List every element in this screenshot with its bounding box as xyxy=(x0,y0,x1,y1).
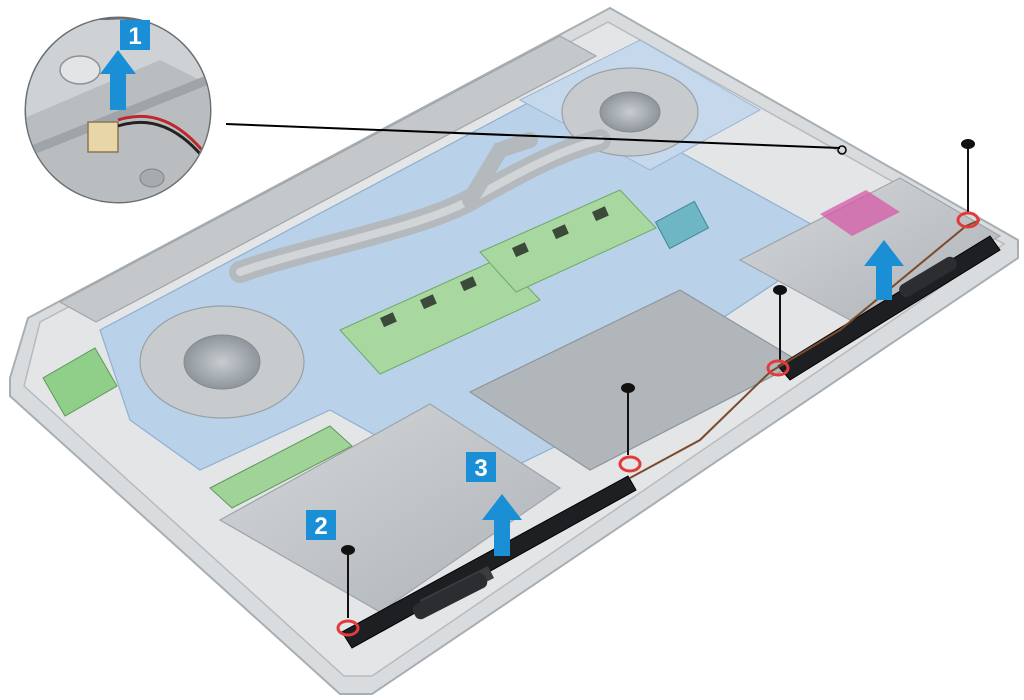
screw-right-rear xyxy=(956,139,980,229)
step-badge-3: 3 xyxy=(466,452,496,482)
lift-arrow-connector xyxy=(100,50,136,110)
ssd-module xyxy=(209,425,353,509)
screw-left-rear xyxy=(618,383,642,473)
lift-arrow-right-speaker xyxy=(864,240,904,300)
processor-chip xyxy=(654,200,710,250)
speaker-right xyxy=(777,235,1001,381)
wlan-card xyxy=(42,347,118,417)
step-number-1: 1 xyxy=(128,23,141,50)
lift-arrow-left-speaker xyxy=(482,494,522,556)
step-badge-1: 1 xyxy=(120,20,150,50)
speaker-connector-icon xyxy=(837,145,847,155)
step-badge-2: 2 xyxy=(306,510,336,540)
step-number-2: 2 xyxy=(314,513,327,540)
heat-pipe xyxy=(229,129,611,283)
memory-module-1 xyxy=(339,257,541,375)
screw-left-front xyxy=(336,545,360,637)
battery-pad-right xyxy=(738,177,1002,321)
screw-right-front xyxy=(766,285,790,377)
callout-leader-line xyxy=(225,123,841,149)
memory-module-2 xyxy=(479,189,657,293)
fan-left xyxy=(139,305,305,419)
step-number-3: 3 xyxy=(474,455,487,482)
speaker-cable xyxy=(629,219,981,479)
speaker-left xyxy=(341,475,637,649)
